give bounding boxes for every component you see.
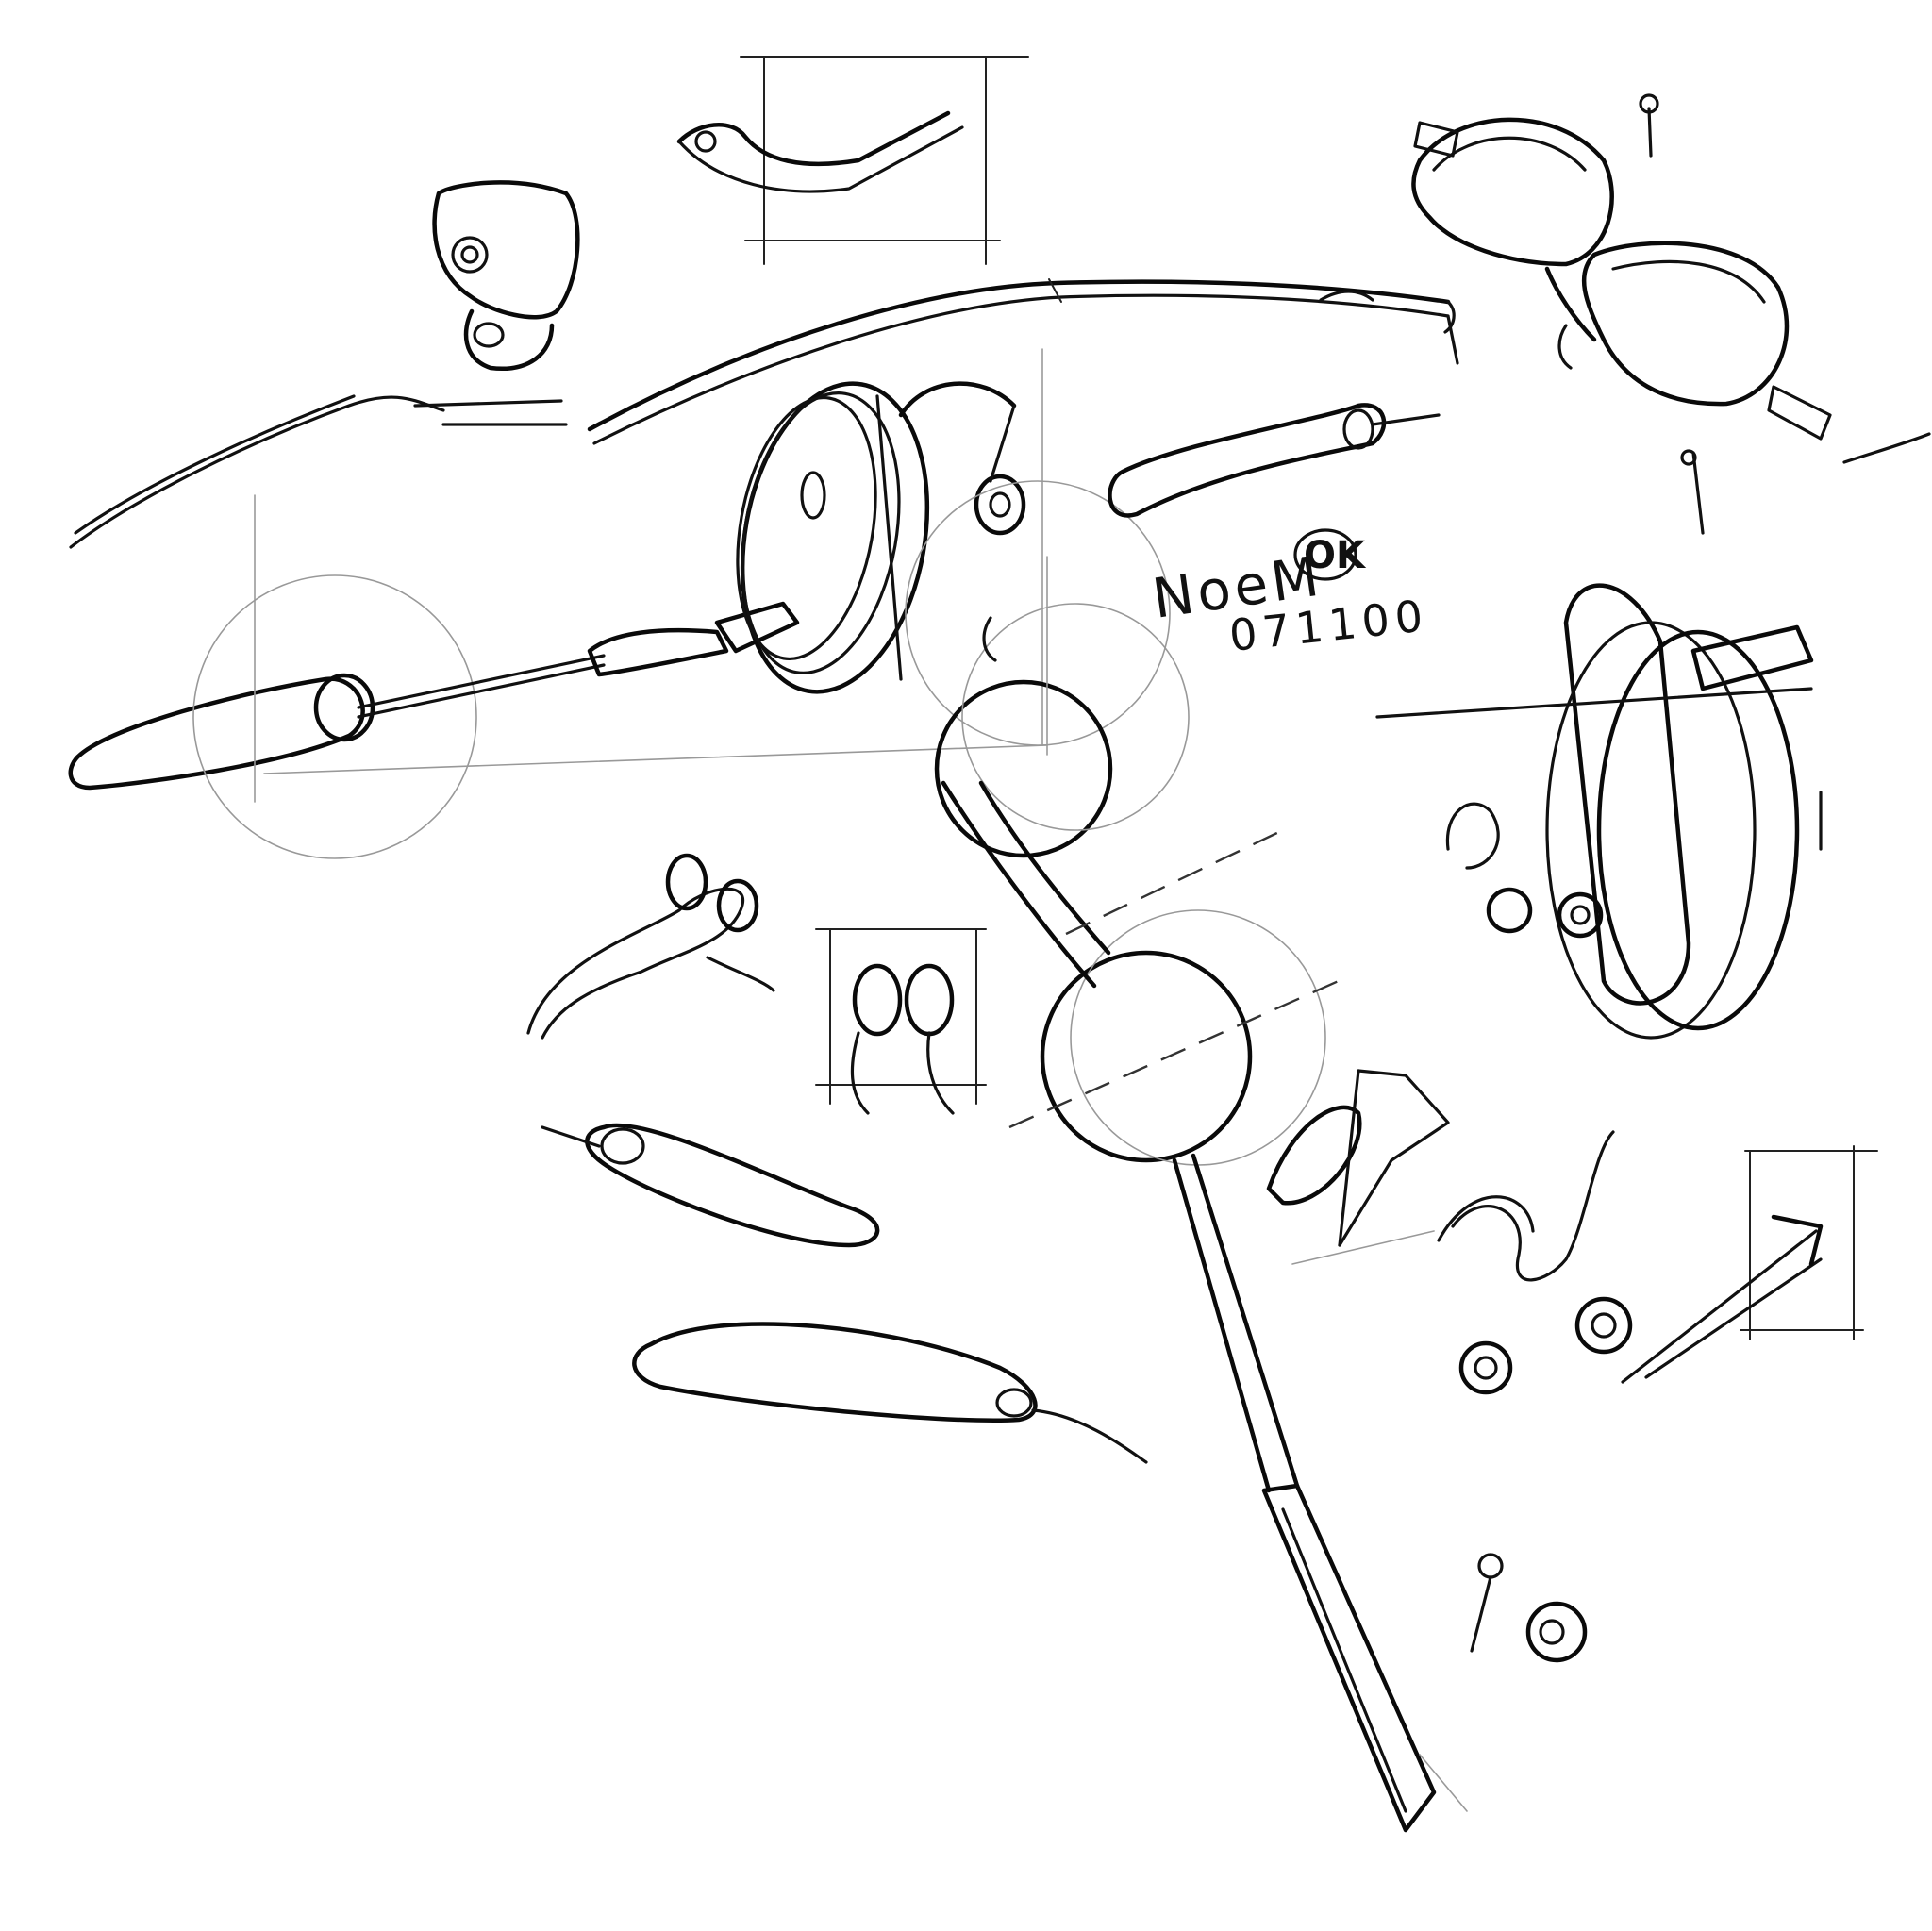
small-parts-sketch: [1108, 403, 1441, 518]
hinge-clip-sketch: [432, 180, 580, 372]
lower-right-parts-sketch: [1437, 1130, 1878, 1663]
handwritten-annotation: NoeM OK 071100: [1148, 528, 1431, 661]
approval-circle: [1293, 528, 1357, 581]
center-lens-and-arm-sketch: [934, 556, 1468, 1833]
main-headset-sketch: [68, 348, 1171, 859]
earcup-exploded-sketch: [1375, 449, 1823, 1040]
headband-arc-sketch: [587, 278, 1459, 445]
boxed-arm-detail-sketch: [676, 56, 1029, 265]
angled-block-sketch: [1266, 1069, 1450, 1265]
annotation-approval: OK: [1304, 534, 1367, 577]
headband-left-segment-sketch: [69, 394, 568, 549]
frame-assembly-sketch: [1411, 93, 1931, 464]
lower-left-parts-sketch: [526, 853, 1148, 1464]
